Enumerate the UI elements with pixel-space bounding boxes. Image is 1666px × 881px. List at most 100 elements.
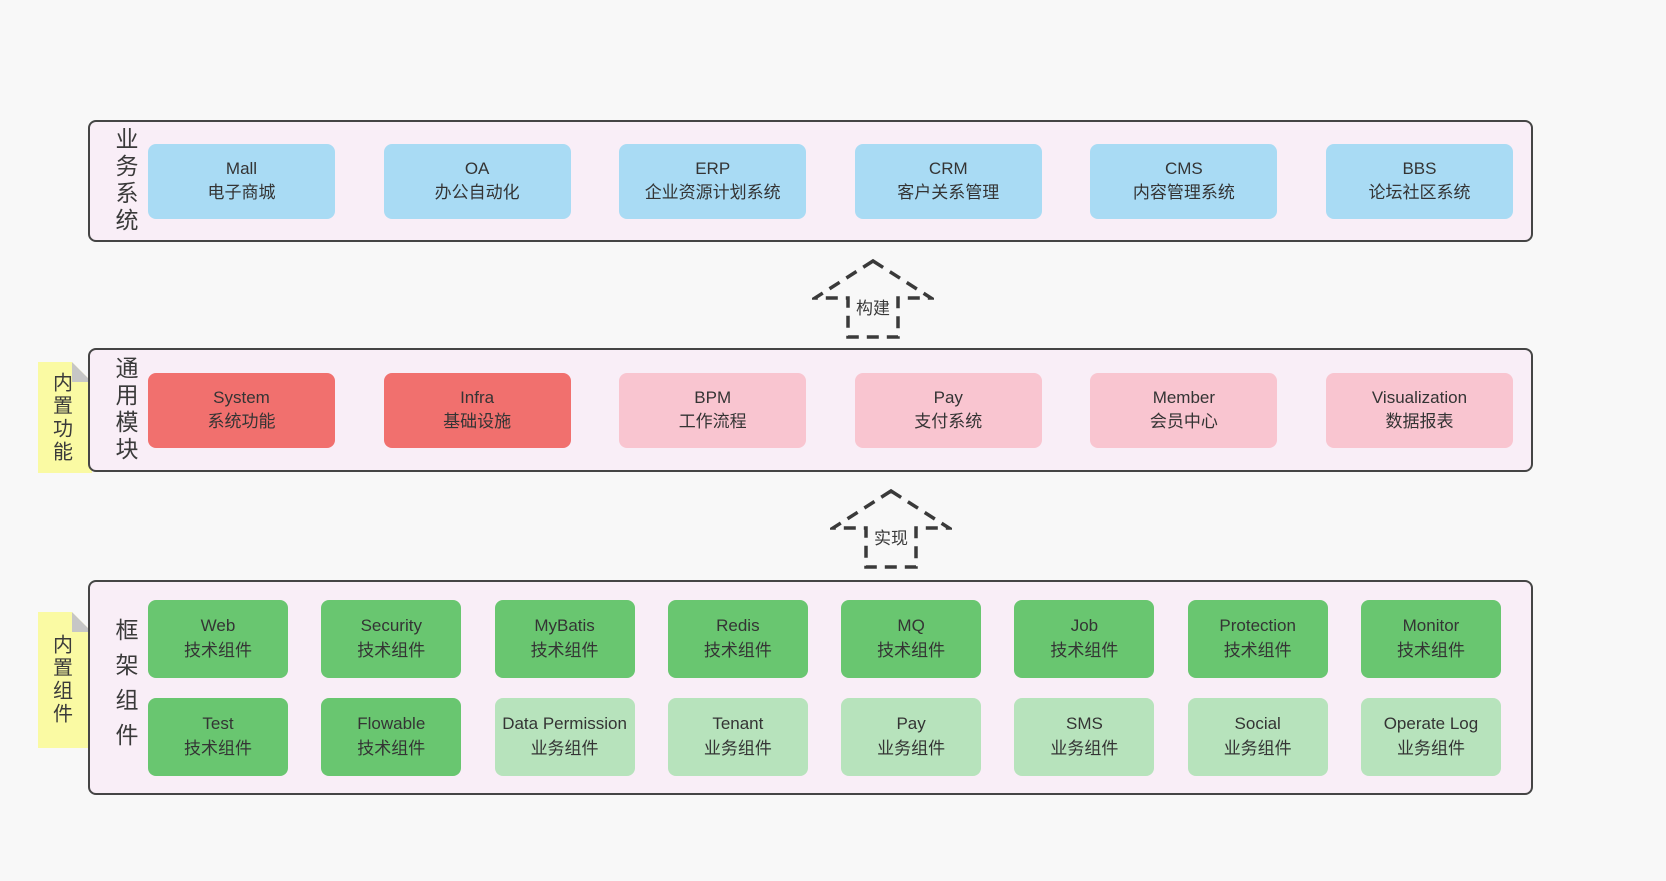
module-subtitle: 技术组件 <box>1050 640 1119 660</box>
component-box-mq: MQ 技术组件 <box>841 599 982 678</box>
component-box-security: Security 技术组件 <box>321 599 462 678</box>
module-name: Protection <box>1219 616 1296 636</box>
note-built-in-features: 内置功能 <box>38 362 92 473</box>
module-subtitle: 业务组件 <box>877 738 946 758</box>
module-subtitle: 技术组件 <box>184 640 252 660</box>
module-box-crm: CRM 客户关系管理 <box>854 143 1042 219</box>
build-arrow: 构建 <box>812 258 934 340</box>
module-subtitle: 技术组件 <box>530 640 599 660</box>
component-box-protection: Protection 技术组件 <box>1187 599 1328 678</box>
module-name: CMS <box>1164 158 1203 178</box>
module-name: BBS <box>1402 158 1437 178</box>
component-box-data-permission: Data Permission 业务组件 <box>494 697 635 776</box>
layer-label: 通用模块 <box>112 356 138 464</box>
module-subtitle: 技术组件 <box>357 640 426 660</box>
module-box-bbs: BBS 论坛社区系统 <box>1325 143 1513 219</box>
component-box-web: Web 技术组件 <box>148 599 288 678</box>
module-name: Pay <box>933 387 963 407</box>
component-box-test: Test 技术组件 <box>148 697 288 776</box>
module-subtitle: 会员中心 <box>1149 412 1218 431</box>
component-box-pay: Pay 业务组件 <box>841 697 982 776</box>
module-subtitle: 基础设施 <box>443 412 512 431</box>
module-subtitle: 客户关系管理 <box>897 183 1000 202</box>
dashed-up-arrow-icon <box>812 258 934 339</box>
module-name: Member <box>1152 387 1216 407</box>
module-name: Data Permission <box>502 714 627 734</box>
module-subtitle: 技术组件 <box>184 738 252 758</box>
module-name: Security <box>360 616 422 636</box>
module-name: System <box>213 387 270 407</box>
module-box-mall: Mall 电子商城 <box>148 143 335 219</box>
module-subtitle: 工作流程 <box>678 412 747 431</box>
module-subtitle: 技术组件 <box>1223 640 1292 660</box>
module-name: ERP <box>695 158 731 178</box>
module-name: OA <box>464 158 490 178</box>
module-subtitle: 内容管理系统 <box>1132 183 1235 202</box>
module-box-pay: Pay 支付系统 <box>854 372 1042 448</box>
arrow-label: 构建 <box>853 294 893 319</box>
component-box-social: Social 业务组件 <box>1187 697 1328 776</box>
module-subtitle: 业务组件 <box>703 738 772 758</box>
box-row: System 系统功能 Infra 基础设施 BPM 工作流程 Pay 支付系统… <box>148 372 1513 448</box>
module-name: Web <box>200 616 236 636</box>
box-row: Web 技术组件 Security 技术组件 MyBatis 技术组件 Redi… <box>148 599 1501 678</box>
module-name: Visualization <box>1371 387 1468 407</box>
module-name: Operate Log <box>1383 714 1479 734</box>
module-box-infra: Infra 基础设施 <box>383 372 571 448</box>
module-name: Redis <box>716 616 760 636</box>
module-box-oa: OA 办公自动化 <box>383 143 571 219</box>
module-name: Mall <box>225 158 258 178</box>
layer-label: 框架组件 <box>112 617 138 758</box>
framework-components-layer: 框架组件 Web 技术组件 Security 技术组件 MyBatis 技术组件… <box>88 580 1533 795</box>
module-name: Monitor <box>1402 616 1460 636</box>
module-subtitle: 论坛社区系统 <box>1368 183 1471 202</box>
module-subtitle: 企业资源计划系统 <box>644 183 781 202</box>
component-box-job: Job 技术组件 <box>1014 599 1155 678</box>
module-name: Tenant <box>712 714 764 734</box>
business-systems-layer: 业务系统 Mall 电子商城 OA 办公自动化 ERP 企业资源计划系统 CRM… <box>88 120 1533 242</box>
component-box-sms: SMS 业务组件 <box>1014 697 1155 776</box>
component-box-operate-log: Operate Log 业务组件 <box>1360 697 1501 776</box>
module-box-bpm: BPM 工作流程 <box>619 372 807 448</box>
module-subtitle: 支付系统 <box>914 412 983 431</box>
module-box-system: System 系统功能 <box>148 372 335 448</box>
module-subtitle: 技术组件 <box>1396 640 1465 660</box>
component-box-flowable: Flowable 技术组件 <box>321 697 462 776</box>
note-label: 内置组件 <box>49 634 72 726</box>
module-subtitle: 电子商城 <box>207 183 276 202</box>
note-label: 内置功能 <box>49 371 72 464</box>
note-built-in-components: 内置组件 <box>38 612 92 748</box>
module-box-visualization: Visualization 数据报表 <box>1325 372 1513 448</box>
module-name: Social <box>1234 714 1281 734</box>
module-name: Pay <box>896 714 926 734</box>
module-name: Job <box>1070 616 1099 636</box>
implement-arrow: 实现 <box>830 488 952 570</box>
box-row: Mall 电子商城 OA 办公自动化 ERP 企业资源计划系统 CRM 客户关系… <box>148 143 1513 219</box>
module-name: Test <box>202 714 234 734</box>
component-box-mybatis: MyBatis 技术组件 <box>494 599 635 678</box>
module-box-erp: ERP 企业资源计划系统 <box>619 143 807 219</box>
module-subtitle: 技术组件 <box>357 738 426 758</box>
module-name: Infra <box>460 387 495 407</box>
module-name: CRM <box>928 158 968 178</box>
common-modules-layer: 通用模块 System 系统功能 Infra 基础设施 BPM 工作流程 Pay… <box>88 348 1533 472</box>
module-name: MyBatis <box>534 616 595 636</box>
layer-label: 业务系统 <box>112 127 138 235</box>
module-name: Flowable <box>357 714 426 734</box>
module-name: BPM <box>694 387 732 407</box>
component-box-redis: Redis 技术组件 <box>667 599 808 678</box>
module-subtitle: 技术组件 <box>877 640 946 660</box>
module-subtitle: 系统功能 <box>207 412 276 431</box>
dashed-up-arrow-icon <box>830 488 952 569</box>
module-subtitle: 业务组件 <box>1223 738 1292 758</box>
box-row: Test 技术组件 Flowable 技术组件 Data Permission … <box>148 697 1501 776</box>
module-name: MQ <box>897 616 925 636</box>
module-name: SMS <box>1065 714 1103 734</box>
module-subtitle: 业务组件 <box>530 738 599 758</box>
component-rows: Web 技术组件 Security 技术组件 MyBatis 技术组件 Redi… <box>148 599 1513 776</box>
module-box-member: Member 会员中心 <box>1090 372 1278 448</box>
module-subtitle: 业务组件 <box>1396 738 1465 758</box>
module-subtitle: 业务组件 <box>1050 738 1119 758</box>
arrow-label: 实现 <box>871 524 911 549</box>
